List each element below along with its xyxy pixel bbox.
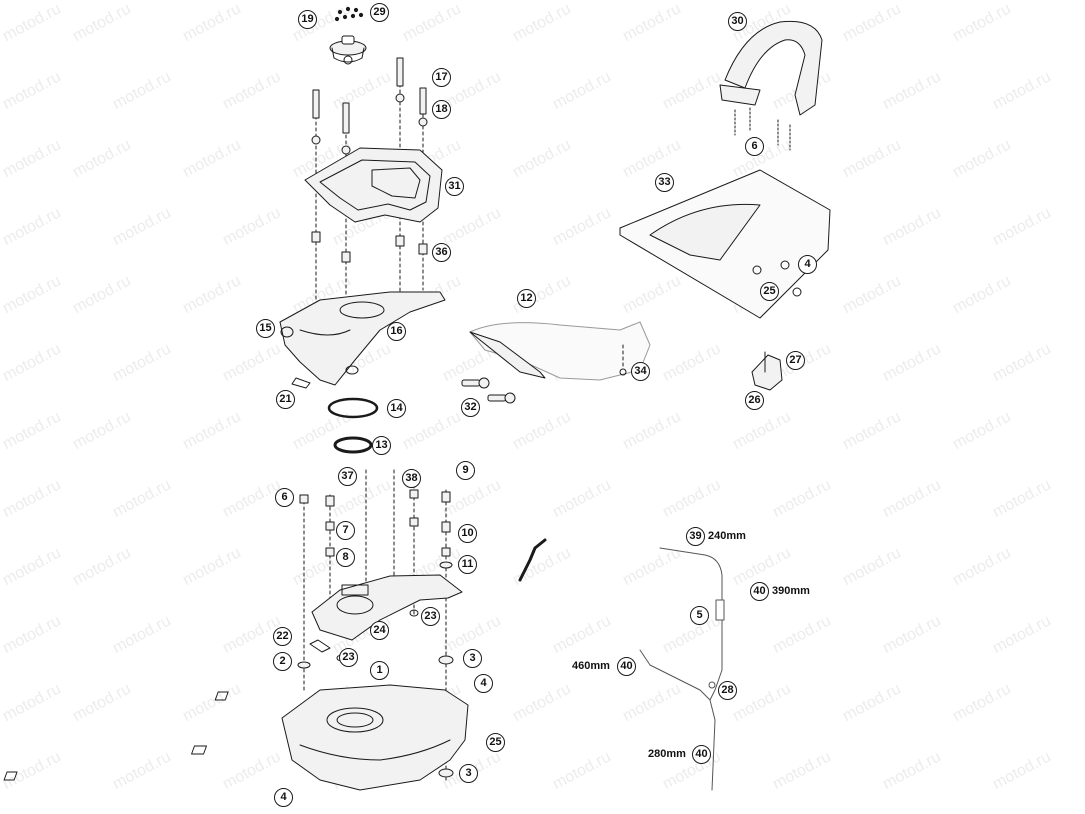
callout-33[interactable]: 33 [655, 173, 674, 192]
callout-8[interactable]: 8 [336, 548, 355, 567]
callout-23-left[interactable]: 23 [339, 648, 358, 667]
callout-32[interactable]: 32 [461, 398, 480, 417]
callout-31[interactable]: 31 [445, 177, 464, 196]
hose-length-40-a: 390mm [772, 585, 810, 597]
callout-1[interactable]: 1 [370, 661, 389, 680]
callout-21[interactable]: 21 [276, 390, 295, 409]
callout-40-b[interactable]: 40 [617, 657, 636, 676]
callout-10[interactable]: 10 [458, 524, 477, 543]
callout-40-a[interactable]: 40 [750, 582, 769, 601]
callout-3-bottom[interactable]: 3 [459, 764, 478, 783]
callout-24[interactable]: 24 [370, 621, 389, 640]
callout-36[interactable]: 36 [432, 243, 451, 262]
callout-3-top[interactable]: 3 [463, 649, 482, 668]
callout-6-top[interactable]: 6 [745, 137, 764, 156]
callout-30[interactable]: 30 [728, 12, 747, 31]
lower-bolt-heads [297, 489, 454, 778]
callout-37[interactable]: 37 [338, 467, 357, 486]
bolt-heads [311, 57, 428, 263]
callout-39[interactable]: 39 [686, 527, 705, 546]
callout-40-c[interactable]: 40 [692, 745, 711, 764]
callout-2[interactable]: 2 [273, 652, 292, 671]
callout-6-mid[interactable]: 6 [275, 488, 294, 507]
callout-9[interactable]: 9 [456, 461, 475, 480]
callout-14[interactable]: 14 [387, 399, 406, 418]
callout-25-bottom[interactable]: 25 [486, 733, 505, 752]
callout-4-mid[interactable]: 4 [474, 674, 493, 693]
seat-bolts [461, 377, 516, 404]
breather-hose-fitting [518, 538, 547, 582]
callout-13[interactable]: 13 [372, 436, 391, 455]
callout-29[interactable]: 29 [370, 3, 389, 22]
bracket-part [751, 351, 783, 391]
fuel-tank-part [3, 684, 469, 791]
callout-16[interactable]: 16 [387, 322, 406, 341]
callout-22[interactable]: 22 [273, 627, 292, 646]
callout-27[interactable]: 27 [786, 351, 805, 370]
callout-15[interactable]: 15 [256, 319, 275, 338]
hose-length-40-b: 460mm [572, 660, 610, 672]
seal-ring-13 [333, 436, 373, 454]
callout-26[interactable]: 26 [745, 391, 764, 410]
mounting-frame-part [304, 147, 443, 223]
callout-7[interactable]: 7 [336, 521, 355, 540]
hose-length-39: 240mm [708, 530, 746, 542]
callout-18[interactable]: 18 [432, 100, 451, 119]
hose-length-40-c: 280mm [648, 748, 686, 760]
callout-4-bottom[interactable]: 4 [274, 788, 293, 807]
callout-28[interactable]: 28 [718, 681, 737, 700]
callout-12[interactable]: 12 [517, 289, 536, 308]
seat-part [469, 321, 651, 381]
callout-23-right[interactable]: 23 [421, 607, 440, 626]
callout-34[interactable]: 34 [631, 362, 650, 381]
fuel-cap-part [329, 35, 367, 65]
grab-handle-part [719, 20, 823, 151]
rear-plate-part [619, 169, 831, 319]
callout-25-top[interactable]: 25 [760, 282, 779, 301]
breather-hoses [639, 547, 725, 791]
callout-11[interactable]: 11 [458, 555, 477, 574]
callout-4-top[interactable]: 4 [798, 255, 817, 274]
callout-19[interactable]: 19 [298, 10, 317, 29]
callout-5[interactable]: 5 [690, 606, 709, 625]
callout-38[interactable]: 38 [402, 469, 421, 488]
tank-cover-part [279, 291, 446, 389]
seal-ring-14 [327, 397, 379, 419]
cap-screw-dots [334, 6, 364, 22]
callout-17[interactable]: 17 [432, 68, 451, 87]
